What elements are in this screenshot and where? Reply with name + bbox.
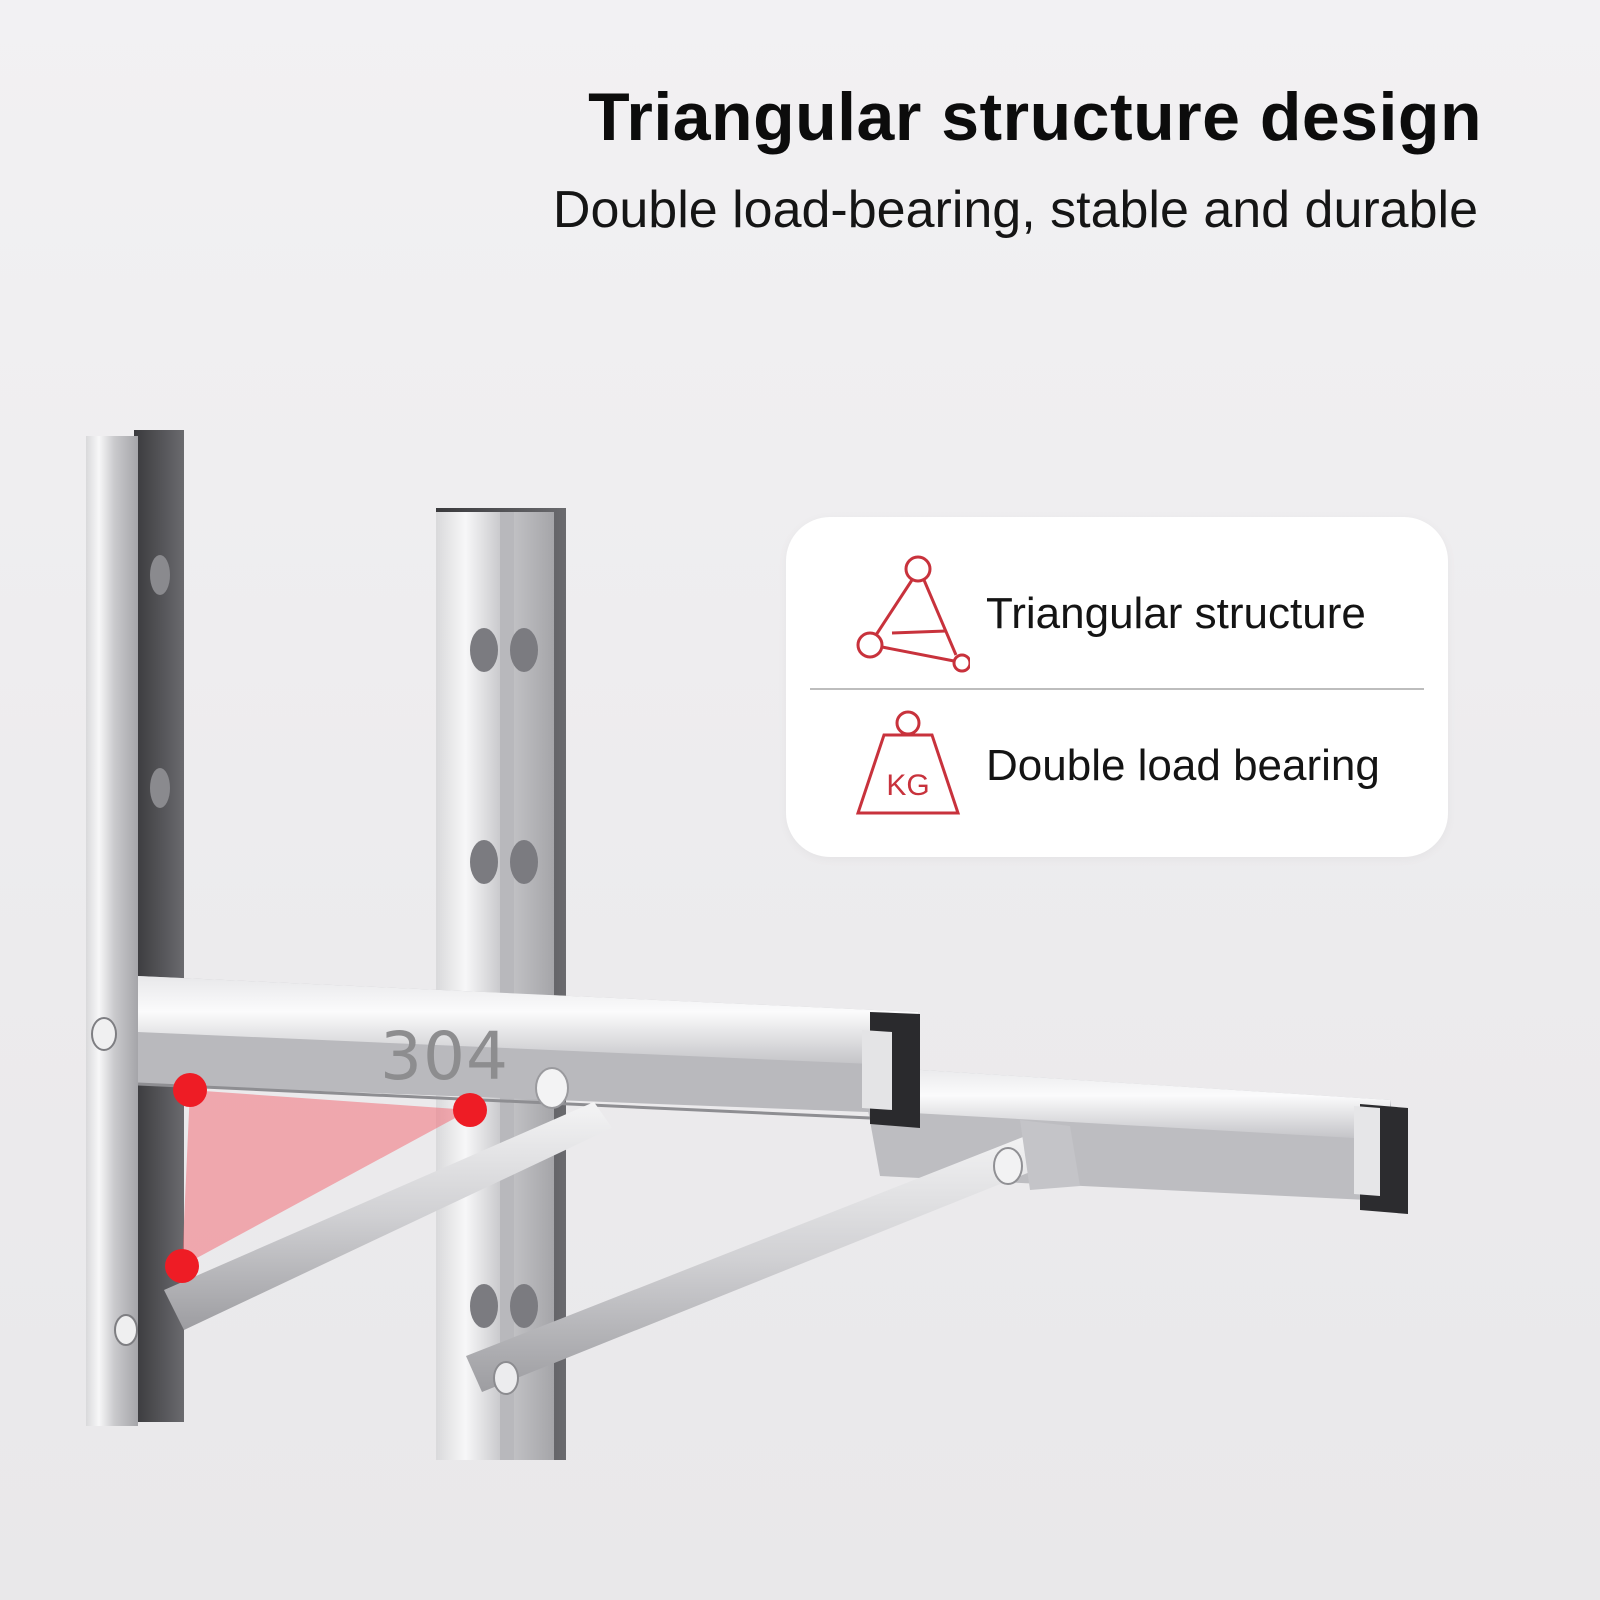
page-title: Triangular structure design — [588, 79, 1482, 155]
triangle-structure-icon — [856, 555, 970, 673]
feature-item-double-load-bearing: KG Double load bearing — [786, 689, 1448, 839]
feature-item-triangular-structure: Triangular structure — [786, 537, 1448, 687]
triangle-point-bottom — [165, 1249, 199, 1283]
back-bracket — [436, 508, 1408, 1460]
steel-grade-mark: 304 — [380, 1018, 509, 1095]
kg-icon-text: KG — [886, 769, 929, 802]
feature-label: Double load bearing — [986, 741, 1380, 790]
kg-weight-icon: KG — [855, 710, 961, 815]
card-divider — [810, 688, 1424, 690]
page-subtitle: Double load-bearing, stable and durable — [552, 181, 1478, 239]
feature-label: Triangular structure — [986, 589, 1366, 638]
front-bracket — [86, 430, 920, 1426]
triangle-point-top — [173, 1073, 207, 1107]
feature-card: Triangular structure KG Double load bear… — [786, 517, 1448, 857]
triangle-point-right — [453, 1093, 487, 1127]
triangle-highlight — [182, 1090, 470, 1266]
